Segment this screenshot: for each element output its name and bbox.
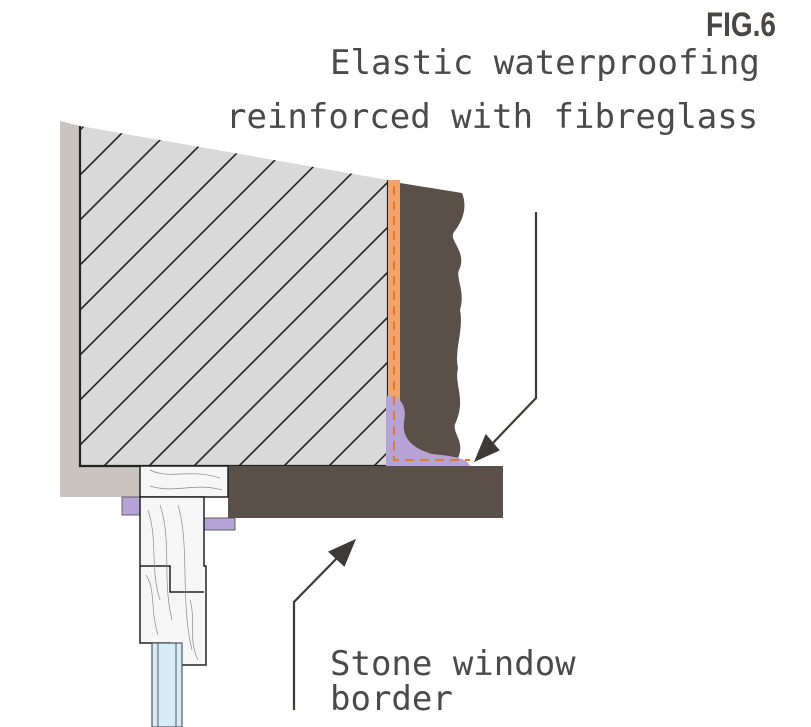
stone-window-border bbox=[228, 466, 503, 518]
hatch-line bbox=[80, 126, 201, 466]
wood-grain bbox=[177, 504, 193, 651]
hatch-line bbox=[410, 100, 811, 520]
arrow-to-stone-border bbox=[292, 538, 357, 710]
wood-grain bbox=[149, 485, 223, 491]
wood-grain bbox=[189, 599, 199, 661]
wood-grain bbox=[149, 469, 221, 479]
arrow-to-waterproofing bbox=[473, 212, 538, 463]
hatch-line bbox=[80, 126, 246, 466]
waterproofing-label-line2: reinforced with fibreglass bbox=[226, 97, 758, 137]
wood-grain bbox=[159, 504, 173, 621]
fibreglass-reinforcement bbox=[393, 186, 470, 461]
hatch-line bbox=[229, 126, 388, 466]
hatch-line bbox=[184, 126, 388, 466]
stone-label-line1: Stone window bbox=[330, 644, 576, 684]
wood-grain bbox=[147, 509, 161, 601]
sealant-pad-left bbox=[121, 496, 141, 516]
hatch-line bbox=[455, 100, 811, 520]
stone-cladding bbox=[400, 183, 465, 466]
window-glazing bbox=[151, 642, 183, 727]
wooden-window-frame bbox=[139, 465, 229, 666]
hatch-line bbox=[274, 126, 388, 466]
corner-sealant bbox=[386, 395, 470, 468]
hatch-line bbox=[80, 126, 388, 466]
hatch-line bbox=[80, 126, 156, 466]
hatch-line bbox=[139, 126, 388, 466]
hatch-line bbox=[94, 126, 388, 466]
hatch-line bbox=[80, 126, 291, 466]
figure-label: FIG.6 bbox=[706, 6, 776, 44]
hatch-line bbox=[80, 126, 381, 466]
hatch-line bbox=[80, 126, 336, 466]
wood-grain bbox=[145, 574, 159, 636]
sealant-pad-right bbox=[203, 517, 236, 531]
waterproofing-label-line1: Elastic waterproofing bbox=[330, 43, 760, 83]
stone-label-line2: border bbox=[330, 679, 453, 719]
